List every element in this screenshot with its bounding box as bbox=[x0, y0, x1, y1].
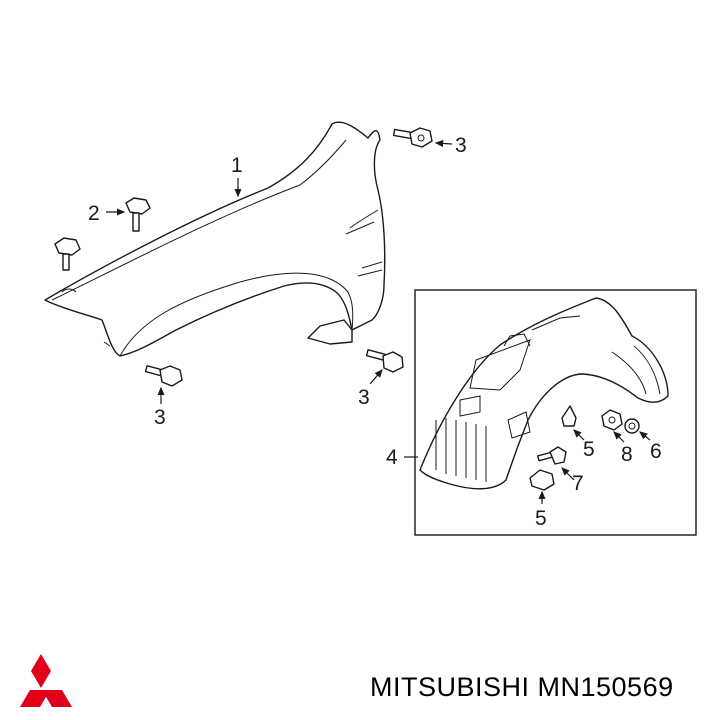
bolt-top-right bbox=[392, 127, 433, 148]
svg-text:3: 3 bbox=[358, 386, 370, 409]
screw-7: 7 bbox=[537, 446, 584, 495]
callout-3-center: 3 bbox=[358, 369, 383, 409]
clip-upper: 5 bbox=[561, 405, 595, 461]
bolt-left bbox=[54, 237, 81, 271]
callout-3-top: 3 bbox=[434, 134, 467, 157]
brand-part-number: MITSUBISHI MN150569 bbox=[370, 672, 674, 702]
grommet-6: 6 bbox=[624, 418, 662, 463]
svg-text:3: 3 bbox=[455, 134, 467, 157]
clip-lower: 5 bbox=[529, 469, 555, 530]
svg-text:8: 8 bbox=[621, 443, 633, 466]
svg-text:5: 5 bbox=[535, 507, 547, 530]
callout-4: 4 bbox=[386, 446, 418, 469]
front-fender bbox=[44, 121, 386, 357]
svg-text:2: 2 bbox=[88, 202, 100, 225]
svg-text:3: 3 bbox=[154, 406, 166, 429]
bolt-upper bbox=[125, 197, 151, 232]
svg-text:5: 5 bbox=[583, 438, 595, 461]
svg-text:4: 4 bbox=[386, 446, 398, 469]
callout-label: 1 bbox=[231, 154, 243, 177]
mitsubishi-logo bbox=[20, 654, 72, 707]
bolt-center bbox=[365, 349, 404, 373]
fender-liner bbox=[419, 297, 669, 490]
callout-3-lower-left: 3 bbox=[154, 386, 166, 429]
bolt-lower-left bbox=[144, 365, 183, 387]
svg-text:7: 7 bbox=[572, 472, 584, 495]
svg-text:6: 6 bbox=[650, 440, 662, 463]
nut-8: 8 bbox=[601, 409, 633, 466]
fender-callout-1: 1 bbox=[231, 154, 243, 198]
callout-2: 2 bbox=[88, 202, 126, 225]
